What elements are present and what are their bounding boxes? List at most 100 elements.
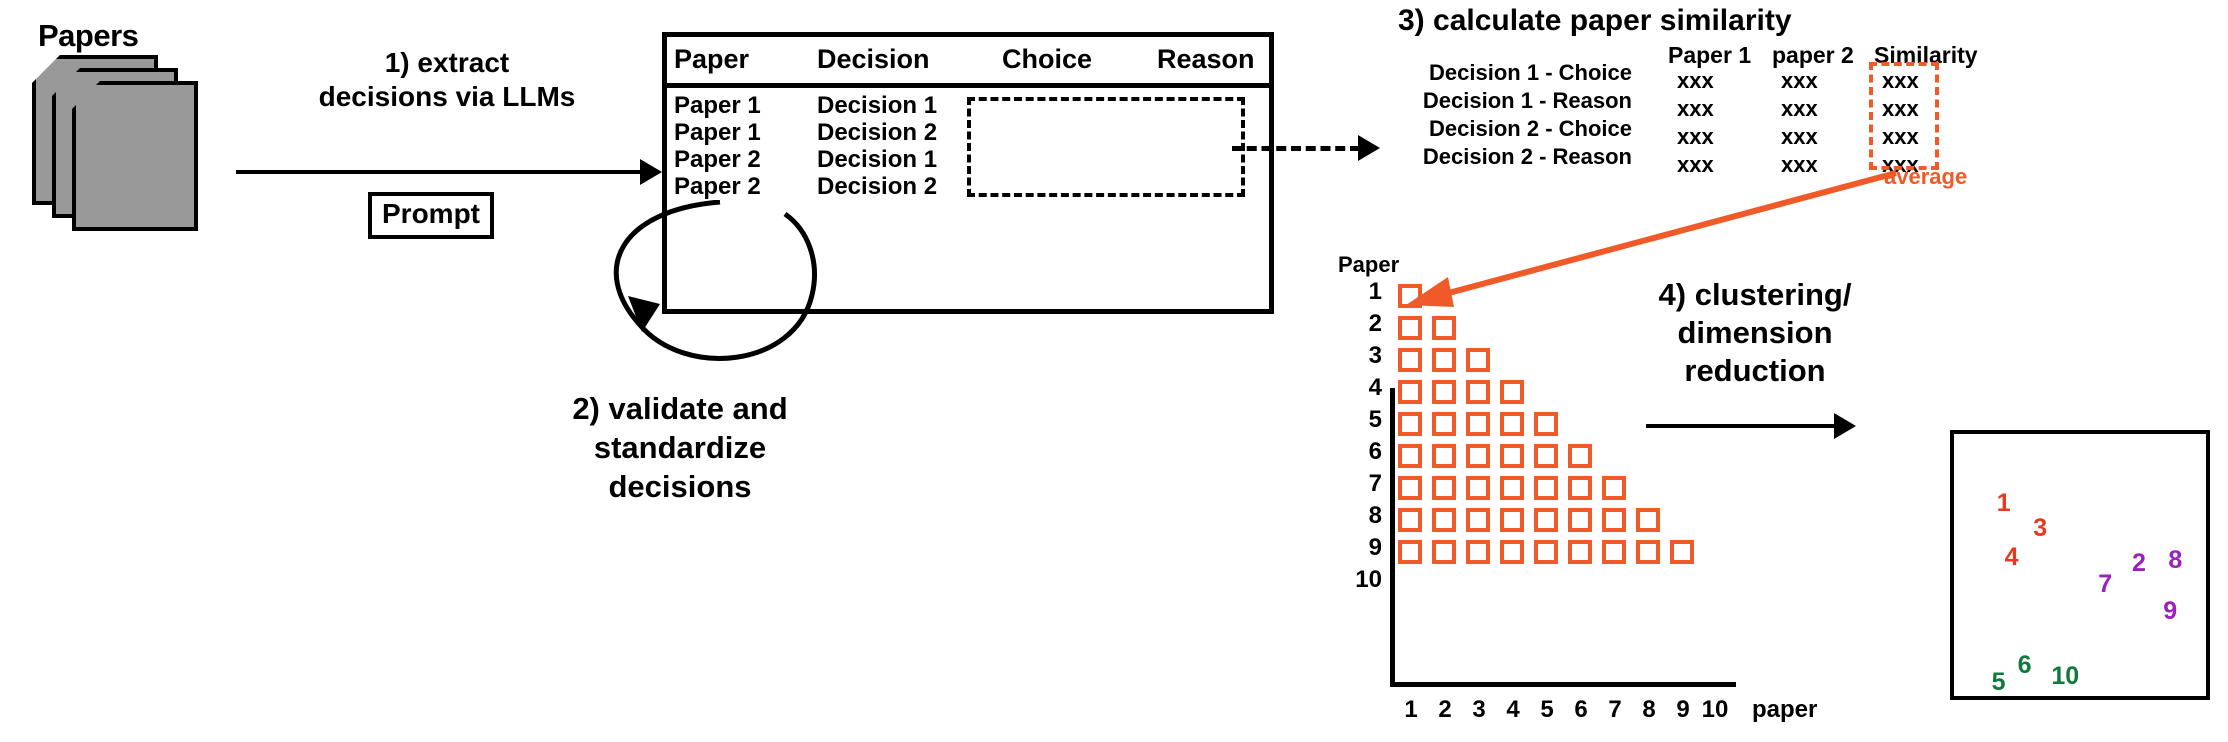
choice-reason-highlight-box — [967, 97, 1245, 197]
scatter-point-label: 10 — [2051, 662, 2080, 691]
matrix-cell — [1432, 508, 1456, 532]
matrix-y-tick: 5 — [1368, 406, 1382, 433]
table-row: Paper 1 Decision 1 — [662, 92, 1274, 119]
matrix-y-axis-title: Paper — [1338, 252, 1400, 277]
cell-decision: Decision 2 — [817, 173, 938, 200]
matrix-cell — [1466, 444, 1490, 468]
prompt-box: Prompt — [368, 192, 494, 239]
matrix-cell — [1534, 508, 1558, 532]
matrix-cell — [1568, 476, 1592, 500]
matrix-cell — [1500, 412, 1524, 436]
matrix-cell — [1670, 540, 1694, 564]
matrix-cell — [1398, 540, 1422, 564]
matrix-cell — [1432, 476, 1456, 500]
scatter-point-label: 4 — [2004, 543, 2019, 572]
matrix-y-tick: 10 — [1355, 566, 1382, 593]
similarity-value: xxx — [1677, 68, 1714, 93]
paper-sheet-icon — [72, 81, 198, 231]
step4-arrow-line — [1646, 424, 1840, 428]
dashed-connector-line — [1232, 146, 1360, 151]
matrix-x-tick: 7 — [1608, 696, 1622, 723]
right-arrow-icon — [640, 159, 662, 185]
matrix-x-tick: 10 — [1701, 696, 1729, 723]
step3-title: 3) calculate paper similarity — [1398, 4, 1792, 37]
similarity-value: xxx — [1781, 68, 1818, 93]
scatter-point-label: 3 — [2033, 513, 2048, 542]
step1-arrow-line — [236, 170, 646, 174]
matrix-cell — [1432, 412, 1456, 436]
matrix-x-tick: 2 — [1438, 696, 1452, 723]
scatter-point-label: 6 — [2017, 651, 2032, 680]
similarity-row-label: Decision 1 - Choice — [1429, 60, 1632, 85]
cell-paper: Paper 1 — [674, 119, 761, 146]
similarity-value: xxx — [1882, 96, 1919, 121]
matrix-cell — [1466, 508, 1490, 532]
matrix-cell — [1398, 412, 1422, 436]
cell-paper: Paper 2 — [674, 173, 761, 200]
matrix-cell — [1398, 444, 1422, 468]
cell-decision: Decision 2 — [817, 119, 938, 146]
cluster-scatter-plot — [1950, 430, 2210, 700]
matrix-y-tick: 9 — [1368, 534, 1382, 561]
matrix-x-tick: 4 — [1506, 696, 1520, 723]
loop-arrow-icon — [613, 200, 817, 361]
scatter-point-label: 2 — [2132, 548, 2146, 577]
column-header-paper: Paper — [674, 44, 750, 74]
matrix-cell — [1568, 540, 1592, 564]
matrix-cell — [1466, 540, 1490, 564]
matrix-y-tick: 4 — [1368, 374, 1382, 401]
table-row: Paper 2 Decision 2 — [662, 173, 1274, 200]
similarity-value: xxx — [1677, 124, 1714, 149]
matrix-cell — [1398, 508, 1422, 532]
similarity-value: xxx — [1677, 152, 1714, 177]
cell-decision: Decision 1 — [817, 92, 938, 119]
matrix-cell — [1398, 476, 1422, 500]
cell-paper: Paper 2 — [674, 146, 761, 173]
matrix-x-tick: 5 — [1540, 696, 1554, 723]
matrix-x-tick: 6 — [1574, 696, 1588, 723]
matrix-cell — [1602, 540, 1626, 564]
matrix-cell — [1568, 444, 1592, 468]
matrix-cell — [1602, 508, 1626, 532]
table-row: Paper 1 Decision 2 — [662, 119, 1274, 146]
column-header-reason: Reason — [1157, 44, 1255, 74]
average-label: average — [1884, 164, 1968, 189]
matrix-cell — [1398, 380, 1422, 404]
right-arrow-icon — [1358, 135, 1380, 161]
matrix-y-tick: 1 — [1368, 278, 1382, 305]
similarity-row-label: Decision 2 - Reason — [1422, 144, 1632, 169]
matrix-y-tick: 8 — [1368, 502, 1382, 529]
cell-decision: Decision 1 — [817, 146, 938, 173]
scatter-point-label: 1 — [1996, 489, 2011, 518]
matrix-x-tick: 9 — [1676, 696, 1690, 723]
matrix-y-tick: 7 — [1368, 470, 1382, 497]
matrix-cell — [1534, 412, 1558, 436]
matrix-x-axis-title: paper — [1752, 696, 1818, 723]
similarity-value: xxx — [1781, 124, 1818, 149]
matrix-cell — [1432, 316, 1456, 340]
decisions-table-body: Paper 1 Decision 1 Paper 1 Decision 2 Pa… — [662, 92, 1274, 200]
matrix-cell — [1602, 476, 1626, 500]
matrix-x-axis — [1390, 682, 1736, 687]
matrix-cell — [1432, 444, 1456, 468]
similarity-value: xxx — [1677, 96, 1714, 121]
table-row: Paper 2 Decision 1 — [662, 146, 1274, 173]
matrix-y-tick: 6 — [1368, 438, 1382, 465]
matrix-cell — [1432, 380, 1456, 404]
matrix-cell — [1398, 284, 1422, 308]
similarity-column-header-paper2: paper 2 — [1772, 42, 1854, 68]
matrix-cell — [1636, 508, 1660, 532]
matrix-cell — [1500, 444, 1524, 468]
matrix-cell — [1466, 380, 1490, 404]
matrix-x-tick: 3 — [1472, 696, 1486, 723]
right-arrow-icon — [1834, 413, 1856, 439]
scatter-point-label: 5 — [1991, 667, 2006, 696]
similarity-row-label: Decision 1 - Reason — [1422, 88, 1632, 113]
matrix-cell — [1466, 412, 1490, 436]
matrix-cell — [1466, 348, 1490, 372]
matrix-cell — [1534, 444, 1558, 468]
scatter-point-label: 9 — [2163, 597, 2178, 626]
column-header-choice: Choice — [1002, 44, 1093, 74]
